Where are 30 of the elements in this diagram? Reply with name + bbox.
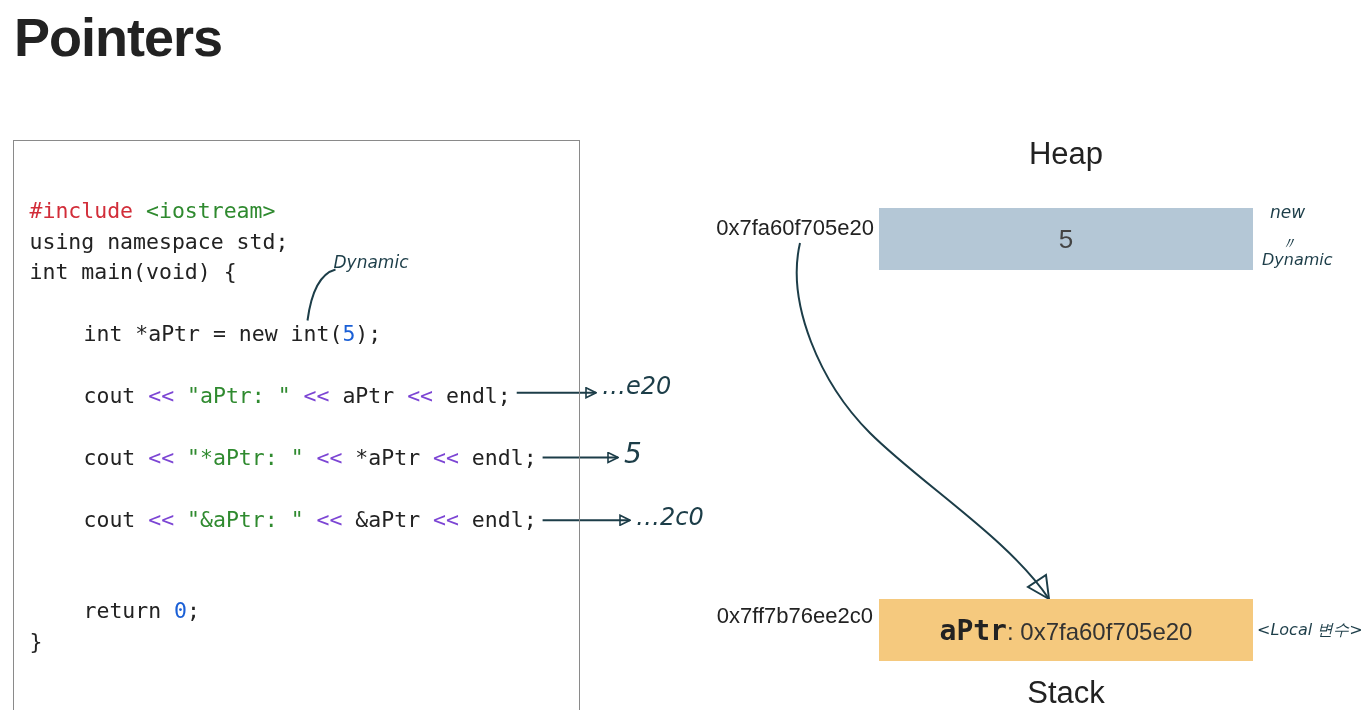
- code-line: int main(void) {: [29, 258, 237, 285]
- page-title: Pointers: [14, 6, 223, 68]
- code-line: cout << "aPtr: " << aPtr << endl;: [83, 382, 511, 409]
- arrow: [515, 386, 597, 399]
- memory-address: 0x7fa60f705e20: [660, 215, 874, 241]
- arrow: [541, 514, 631, 527]
- leader-line: [306, 268, 337, 322]
- arrow: [795, 242, 1050, 600]
- heading: Stack: [1026, 675, 1106, 710]
- code-line: return 0;: [83, 597, 200, 624]
- code-panel: [13, 140, 580, 710]
- heading: Heap: [1027, 136, 1105, 172]
- handwritten-note: 5: [624, 437, 642, 470]
- code-line: int *aPtr = new int(5);: [83, 320, 382, 347]
- handwritten-note: new: [1270, 202, 1306, 222]
- code-line: cout << "&aPtr: " << &aPtr << endl;: [83, 506, 537, 533]
- heap-box: 5: [879, 208, 1253, 270]
- handwritten-note: Dynamic: [333, 251, 409, 272]
- code-line: using namespace std;: [29, 228, 289, 255]
- memory-address: 0x7ff7b76ee2c0: [716, 603, 873, 629]
- handwritten-note: 〃: [1280, 232, 1297, 253]
- code-line: cout << "*aPtr: " << *aPtr << endl;: [83, 444, 537, 471]
- handwritten-note: Dynamic: [1262, 250, 1333, 269]
- handwritten-note: <Local 변수>: [1257, 620, 1363, 641]
- code-line: #include <iostream>: [29, 197, 276, 224]
- arrow: [541, 451, 619, 464]
- handwritten-note: …2c0: [636, 503, 704, 531]
- code-line: }: [29, 628, 43, 655]
- stack-box: aPtr: 0x7fa60f705e20: [879, 599, 1253, 661]
- handwritten-note: …e20: [602, 372, 672, 400]
